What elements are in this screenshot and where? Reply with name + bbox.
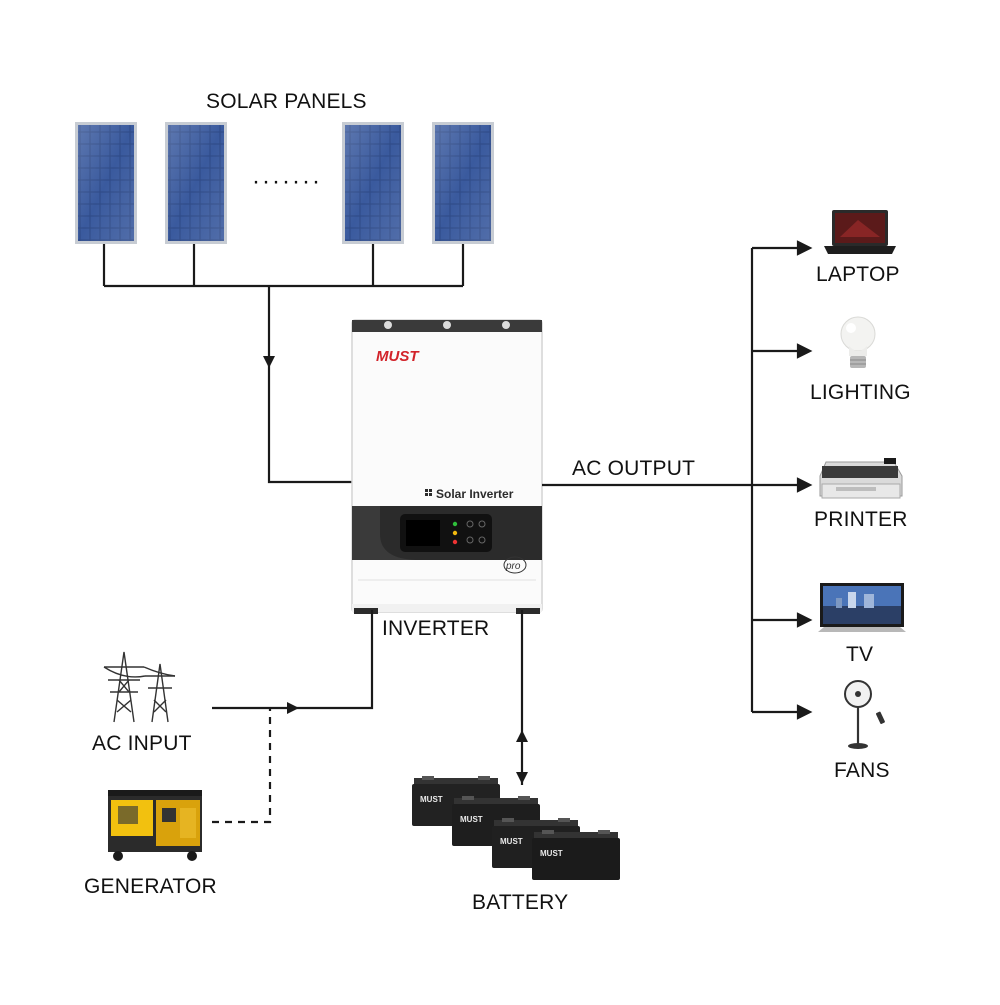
solar-panel-1 xyxy=(75,122,137,244)
ac-input-label: AC INPUT xyxy=(92,732,192,755)
battery-arrow-up xyxy=(516,730,528,742)
battery-brand-4: MUST xyxy=(540,849,563,858)
generator-icon xyxy=(108,790,202,861)
ac-output-label: AC OUTPUT xyxy=(572,457,696,480)
inverter-device: MUST Solar Inverter pro xyxy=(351,319,543,614)
inverter-badge: pro xyxy=(505,561,521,572)
inverter-brand-logo: MUST xyxy=(376,348,420,365)
fans-label: FANS xyxy=(834,759,890,782)
ac-output-wiring xyxy=(542,248,754,712)
tv-icon xyxy=(818,583,906,632)
inverter-label: INVERTER xyxy=(382,617,490,640)
output-arrows xyxy=(752,240,813,720)
solar-arrow xyxy=(263,356,275,368)
light-bulb-icon xyxy=(840,316,876,368)
power-tower-icon xyxy=(103,651,176,723)
battery-label: BATTERY xyxy=(472,891,569,914)
battery-brand-1: MUST xyxy=(420,795,443,804)
generator-wiring xyxy=(212,708,272,824)
more-panels-ellipsis: ······· xyxy=(252,168,322,195)
battery-brand-3: MUST xyxy=(500,837,523,846)
solar-panel-4 xyxy=(432,122,494,244)
battery-brand-2: MUST xyxy=(460,815,483,824)
fan-icon xyxy=(844,680,885,749)
inverter-product-name: Solar Inverter xyxy=(436,487,514,501)
solar-panel-2 xyxy=(165,122,227,244)
solar-panel-3 xyxy=(342,122,404,244)
solar-panels-label: SOLAR PANELS xyxy=(206,90,367,113)
laptop-icon xyxy=(824,210,896,254)
generator-label: GENERATOR xyxy=(84,875,217,898)
lighting-label: LIGHTING xyxy=(810,381,911,404)
ac-input-arrow xyxy=(287,702,299,714)
battery-arrow-down xyxy=(516,772,528,784)
tv-label: TV xyxy=(846,643,874,666)
solar-wiring xyxy=(102,244,465,484)
printer-label: PRINTER xyxy=(814,508,908,531)
printer-icon xyxy=(819,458,903,499)
laptop-label: LAPTOP xyxy=(816,263,900,286)
ac-input-wiring xyxy=(212,610,374,710)
battery-unit-4 xyxy=(532,830,620,880)
